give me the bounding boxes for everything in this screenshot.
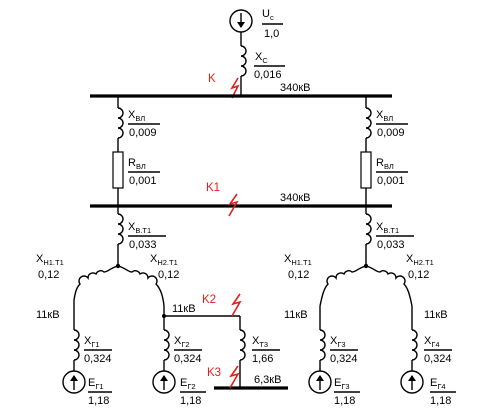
right-xh1-value: 0,12 [288,269,309,281]
fault-k1-label: K1 [206,182,220,194]
fault-k2-arrow [231,293,242,317]
right-xh2-inductor [365,265,413,307]
fault-k3-label: K3 [207,367,221,379]
fault-k1-arrow [228,193,239,217]
right-xbt1-value: 0,033 [377,239,405,251]
bus-top-voltage: 340кВ [280,82,311,94]
right-xh2-name: XН2.Т1 [406,253,434,267]
left-xh2-inductor [117,265,165,307]
generator-4-source [400,370,424,394]
bus-low-voltage: 6,3кВ [254,374,281,386]
eg1-name: EГ1 [88,377,104,391]
xt3-value: 1,66 [252,353,273,365]
g2-voltage: 11кВ [172,303,196,315]
xg1-inductor [73,329,80,361]
xg2-inductor [163,329,170,361]
eg3-value: 1,18 [334,395,355,407]
xt3-inductor [239,329,246,361]
right-xbt1-name: XВ.Т1 [376,221,399,235]
left-xbt1-name: XВ.Т1 [128,221,151,235]
right-rvl-name: RВЛ [376,157,394,171]
right-xh1-inductor [319,265,367,307]
generator-2-source [152,370,176,394]
right-xh2-value: 0,12 [408,269,429,281]
eg1-value: 1,18 [88,395,109,407]
uc-name: Uc [262,8,274,22]
eg4-value: 1,18 [430,395,451,407]
fault-k-label: K [208,73,216,85]
xg2-value: 0,324 [174,353,202,365]
left-xh1-value: 0,12 [38,269,59,281]
left-xh1-inductor [73,265,119,301]
right-rvl-value: 0,001 [377,175,405,187]
left-xh2-value: 0,12 [158,269,179,281]
g1-voltage: 11кВ [36,309,60,321]
left-xvl-name: XВЛ [128,109,145,123]
eg3-name: EГ3 [334,377,350,391]
left-rvl-resistor [112,151,124,189]
right-xbt1-inductor [365,213,372,245]
left-xvl-value: 0,009 [129,127,157,139]
right-xvl-value: 0,009 [377,127,405,139]
xc-value: 0,016 [254,69,282,81]
source-uc [229,9,253,33]
left-rvl-value: 0,001 [129,175,157,187]
left-xvl-inductor [117,107,124,139]
eg2-name: EГ2 [180,377,196,391]
xg4-name: XГ4 [424,335,440,349]
left-xbt1-inductor [117,213,124,245]
g3-voltage: 11кВ [284,309,308,321]
xt3-name: XТ3 [252,335,268,349]
xg4-value: 0,324 [424,353,452,365]
right-xvl-name: XВЛ [376,109,393,123]
xc-name: XC [255,51,268,65]
uc-value: 1,0 [264,28,279,40]
left-xh1-name: XН1.Т1 [36,253,64,267]
fault-k-arrow [230,77,240,99]
xg3-inductor [319,329,326,361]
generator-1-source [62,370,86,394]
eg4-name: EГ4 [430,377,446,391]
right-xh1-name: XН1.Т1 [284,253,312,267]
bus-mid-voltage: 340кВ [280,192,311,204]
left-xh2-name: XН2.Т1 [150,253,178,267]
xg2-name: XГ2 [174,335,190,349]
xg4-inductor [411,329,418,361]
xg3-name: XГ3 [330,335,346,349]
right-xvl-inductor [365,107,372,139]
xc-inductor [240,45,247,77]
left-rvl-name: RВЛ [128,157,146,171]
fault-k2-label: K2 [202,294,216,306]
xg1-value: 0,324 [84,353,112,365]
xg1-name: XГ1 [84,335,100,349]
left-xbt1-value: 0,033 [129,239,157,251]
generator-3-source [308,370,332,394]
g4-voltage: 11кВ [424,309,448,321]
fault-k3-arrow [229,365,240,389]
xg3-value: 0,324 [330,353,358,365]
eg2-value: 1,18 [180,395,201,407]
right-rvl-resistor [360,151,372,189]
